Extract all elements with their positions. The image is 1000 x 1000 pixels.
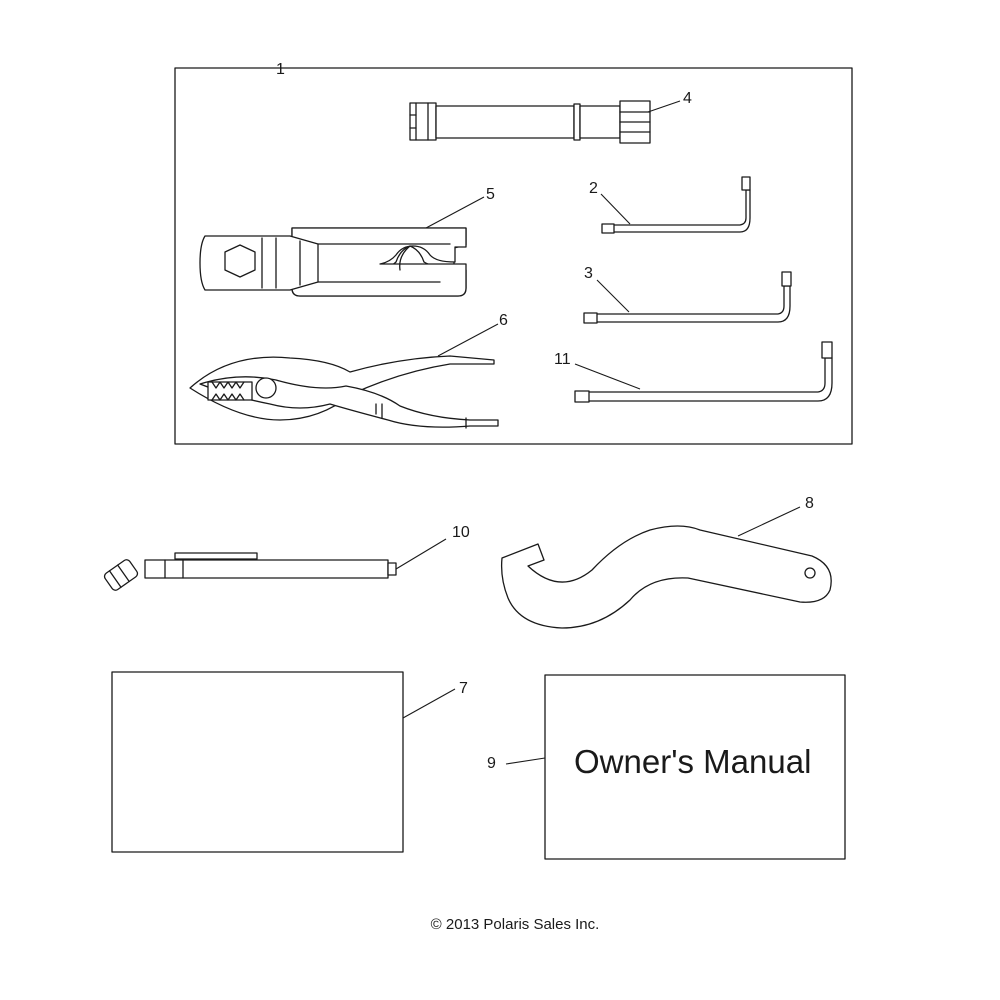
callout-2: 2 [589,180,598,197]
callout-3: 3 [584,265,593,282]
pliers-tool [189,355,499,429]
leader-5 [425,196,485,229]
document-sheet [111,671,404,853]
hex-key-medium [583,271,792,324]
socket-handle-tool [103,552,397,591]
callout-11: 11 [554,351,571,368]
fork-wrench-tool [199,227,467,297]
leader-4 [647,100,681,113]
callout-8: 8 [805,495,814,512]
callout-7: 7 [459,680,468,697]
hex-key-long [574,341,833,403]
callout-10: 10 [452,524,470,541]
spanner-wrench-tool [500,525,832,629]
owners-manual-book [544,674,846,860]
leader-9 [505,757,546,765]
leader-2 [600,193,631,225]
callout-1: 1 [276,61,285,78]
leader-8 [737,506,801,537]
leader-10 [395,538,447,570]
callout-9: 9 [487,755,496,772]
owners-manual-label: Owner's Manual [574,743,811,780]
callout-5: 5 [486,186,495,203]
socket-extension-tool [409,100,651,144]
callout-6: 6 [499,312,508,329]
leader-3 [596,279,630,313]
leader-7 [402,688,456,719]
leader-11 [574,363,641,390]
tool-kit-box [174,67,853,445]
leader-6 [437,323,499,357]
callout-4: 4 [683,90,692,107]
hex-key-short [601,176,751,234]
copyright-notice: © 2013 Polaris Sales Inc. [431,916,600,933]
